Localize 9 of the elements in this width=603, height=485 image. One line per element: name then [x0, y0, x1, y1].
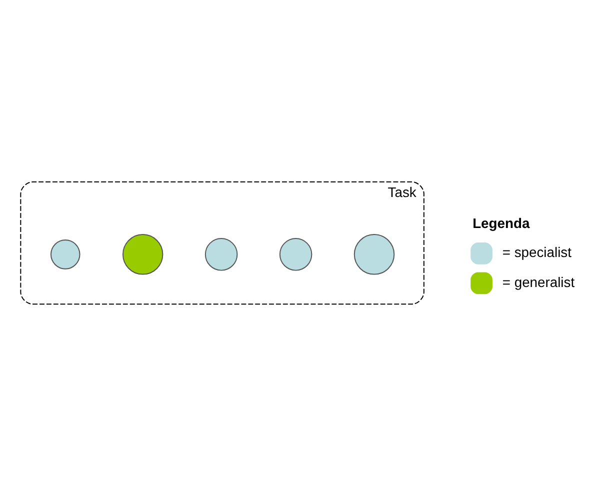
node-circle — [354, 234, 395, 274]
cluster: Task — [20, 180, 424, 304]
node-circle — [279, 238, 312, 270]
node-circle — [50, 239, 80, 269]
legend-label: = specialist — [502, 244, 572, 260]
node-circle — [204, 238, 238, 270]
label: Legenda — [472, 214, 530, 230]
node-circle — [122, 234, 164, 274]
legend-label: = generalist — [502, 273, 575, 290]
